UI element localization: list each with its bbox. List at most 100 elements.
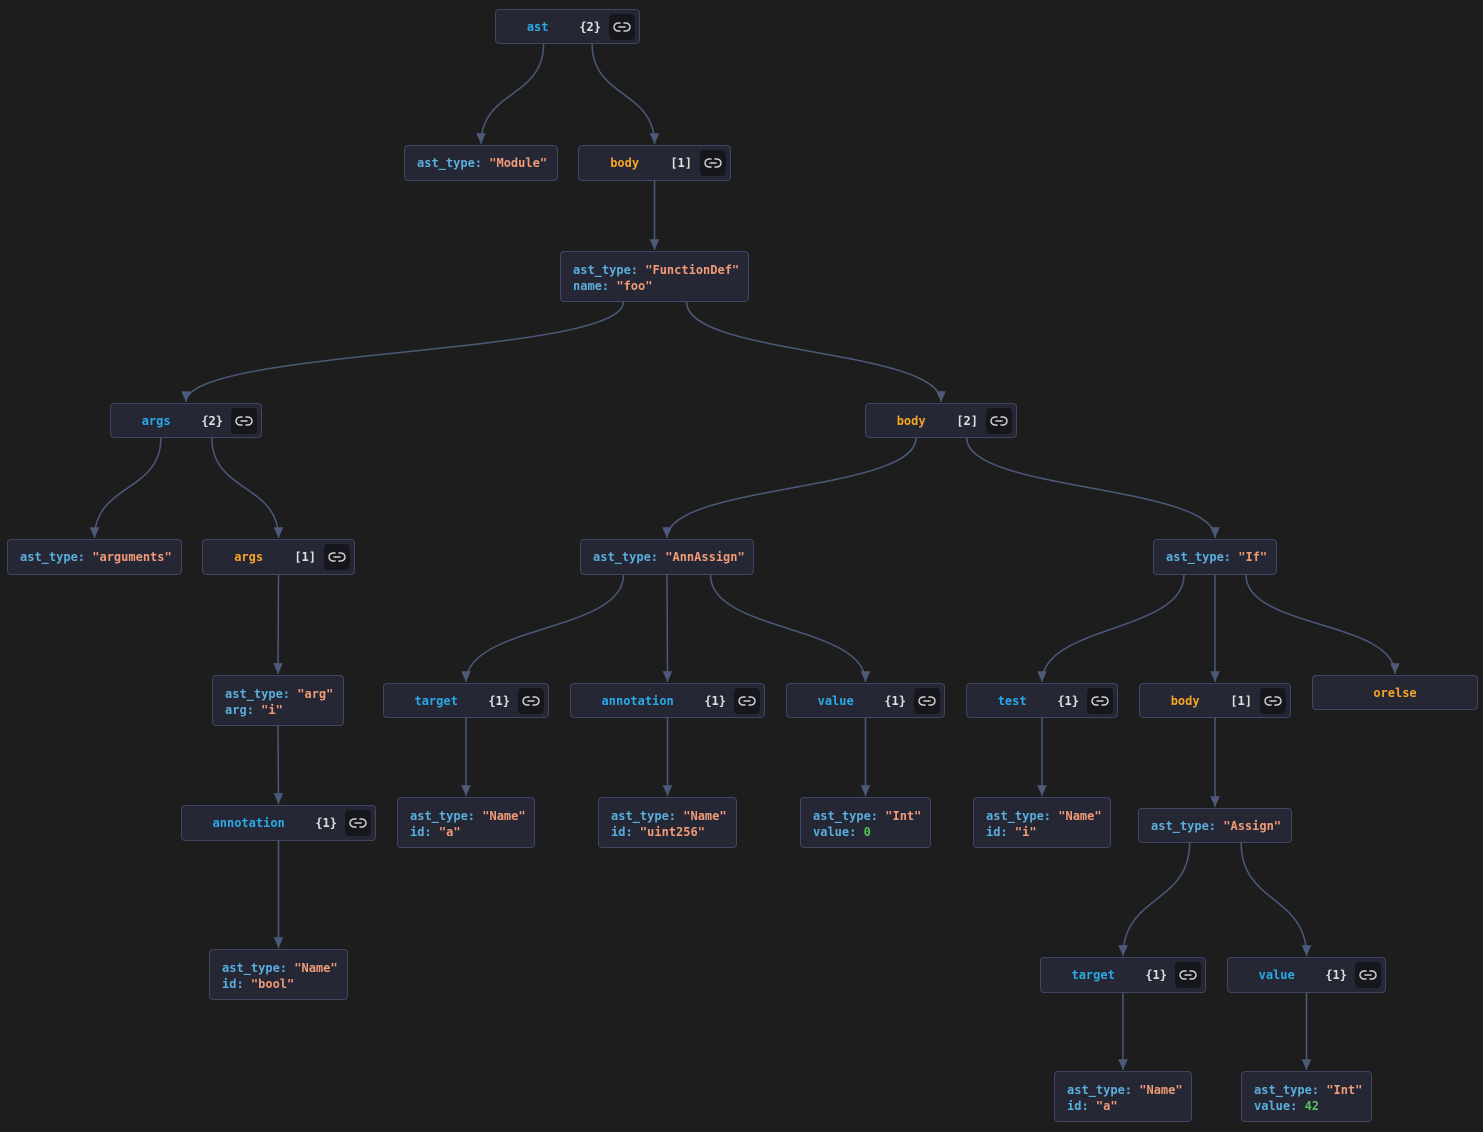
property-colon: : (1000, 825, 1015, 839)
tree-leaf-node[interactable]: ast_type: "If" (1153, 539, 1277, 575)
property-colon: : (668, 809, 684, 823)
tree-node-annotation[interactable]: annotation{1} (570, 683, 765, 718)
property-colon: : (1081, 1099, 1096, 1113)
property-colon: : (282, 687, 298, 701)
tree-node-value[interactable]: value{1} (1227, 957, 1386, 993)
link-icon[interactable] (324, 544, 350, 570)
tree-node-args[interactable]: args[1] (202, 539, 355, 575)
node-child-count: {2} (201, 413, 223, 428)
node-child-count: {1} (1145, 968, 1167, 982)
tree-leaf-node[interactable]: ast_type: "Name"id: "a" (1054, 1071, 1192, 1122)
node-child-count: {1} (884, 693, 906, 708)
node-key: body (1170, 693, 1200, 708)
leaf-property-row: ast_type: "arg" (225, 686, 334, 702)
property-key: name (573, 279, 602, 293)
property-key: ast_type (225, 687, 283, 701)
tree-node-target[interactable]: target{1} (383, 683, 549, 718)
property-key: id (611, 825, 626, 839)
property-value: "bool" (250, 977, 295, 991)
link-icon[interactable] (1175, 962, 1201, 988)
tree-leaf-node[interactable]: ast_type: "Assign" (1138, 808, 1292, 843)
tree-node-target[interactable]: target {1} (1040, 957, 1206, 993)
property-value: "a" (438, 825, 461, 839)
leaf-property-row: id: "a" (410, 824, 522, 840)
property-key: id (410, 825, 425, 839)
tree-leaf-node[interactable]: ast_type: "Name"id: "uint256" (598, 797, 737, 848)
property-value: "Int" (885, 809, 922, 823)
tree-edge (476, 43, 545, 145)
leaf-property-row: id: "uint256" (611, 824, 724, 840)
leaf-property-row: ast_type: "Int" (813, 808, 922, 824)
tree-leaf-node[interactable]: ast_type: "Int"value: 42 (1241, 1071, 1372, 1122)
tree-leaf-node[interactable]: ast_type: "Module" (404, 145, 558, 181)
property-key: id (222, 977, 237, 991)
link-icon[interactable] (986, 407, 1012, 434)
property-value: "i" (261, 703, 283, 717)
tree-leaf-node[interactable]: ast_type: "Name"id: "i" (973, 797, 1111, 848)
link-icon[interactable] (1355, 962, 1381, 988)
leaf-property-row: id: "bool" (222, 976, 335, 992)
property-value: "FunctionDef" (645, 263, 740, 277)
property-value: "Name" (294, 961, 338, 975)
tree-node-args[interactable]: args {2} (110, 403, 262, 438)
link-icon[interactable] (345, 810, 371, 836)
tree-leaf-node[interactable]: ast_type: "AnnAssign" (580, 539, 754, 575)
tree-node-value[interactable]: value{1} (786, 683, 945, 718)
link-icon[interactable] (700, 150, 726, 176)
property-value: "arg" (297, 687, 334, 701)
tree-leaf-node[interactable]: ast_type: "Name"id: "bool" (209, 949, 348, 1000)
tree-leaf-node[interactable]: ast_type: "Name"id: "a" (397, 797, 535, 848)
property-colon: : (236, 977, 251, 991)
property-colon: : (467, 809, 483, 823)
link-icon[interactable] (231, 407, 257, 434)
property-colon: : (849, 825, 864, 839)
node-child-count: [1] (1230, 693, 1252, 708)
tree-node-body[interactable]: body [1] (1139, 683, 1291, 718)
tree-edge (273, 574, 283, 675)
tree-leaf-node[interactable]: ast_type: "arg"arg: "i" (212, 675, 344, 726)
property-colon: : (601, 279, 617, 293)
tree-node-annotation[interactable]: annotation{1} (181, 805, 376, 841)
property-colon: : (1311, 1083, 1327, 1097)
leaf-property-row: ast_type: "Name" (1067, 1082, 1183, 1098)
property-key: ast_type (986, 809, 1044, 823)
tree-leaf-node[interactable]: ast_type: "FunctionDef"name: "foo" (560, 251, 749, 302)
tree-node-test[interactable]: test{1} (966, 683, 1118, 718)
property-key: ast_type (417, 156, 475, 170)
tree-leaf-node[interactable]: ast_type: "Int"value: 0 (800, 797, 931, 848)
node-key: args (141, 413, 171, 428)
property-colon: : (1208, 818, 1224, 833)
leaf-property-row: ast_type: "If" (1166, 549, 1267, 565)
node-key: target (1071, 968, 1115, 982)
link-icon[interactable] (518, 687, 544, 714)
property-value: "Name" (1058, 809, 1102, 823)
leaf-property-row: id: "a" (1067, 1098, 1179, 1114)
tree-node-ast[interactable]: ast{2} (495, 9, 640, 44)
property-value: "foo" (616, 279, 653, 293)
property-key: arg (225, 703, 247, 717)
link-icon[interactable] (609, 13, 635, 40)
tree-node-body[interactable]: body[2] (865, 403, 1017, 438)
tree-edge (1037, 574, 1185, 683)
property-colon: : (424, 825, 439, 839)
tree-node-body[interactable]: body[1] (578, 145, 731, 181)
node-child-count: [1] (294, 550, 316, 564)
link-icon[interactable] (734, 687, 760, 714)
tree-leaf-node[interactable]: ast_type: "arguments" (7, 539, 182, 575)
property-colon: : (650, 550, 666, 564)
link-icon[interactable] (914, 687, 940, 714)
node-key: ast (526, 19, 549, 34)
leaf-property-row: ast_type: "AnnAssign" (593, 549, 745, 565)
tree-node-orelse[interactable]: orelse (1312, 675, 1478, 710)
tree-edge (591, 43, 660, 145)
leaf-property-row: name: "foo" (573, 278, 736, 294)
node-key: orelse (1373, 685, 1417, 700)
link-icon[interactable] (1260, 687, 1286, 714)
property-key: value (813, 825, 850, 839)
leaf-property-row: id: "i" (986, 824, 1098, 840)
leaf-property-row: ast_type: "Name" (410, 808, 526, 824)
property-colon: : (246, 703, 262, 717)
property-colon: : (474, 156, 490, 170)
link-icon[interactable] (1087, 687, 1113, 714)
property-key: ast_type (1254, 1083, 1312, 1097)
